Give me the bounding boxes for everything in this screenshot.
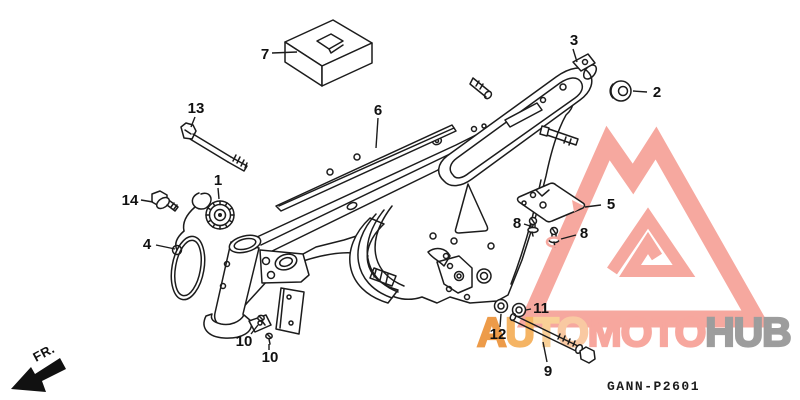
callout-label-7: 7	[261, 46, 269, 63]
callout-label-9: 9	[544, 363, 552, 380]
callout-label-12: 12	[490, 326, 507, 343]
part-10-screw-left	[257, 314, 266, 326]
callout-label-4: 4	[143, 236, 152, 253]
leader-line-2	[632, 90, 648, 93]
leader-line-3	[572, 48, 578, 63]
part-7-box	[284, 19, 373, 87]
fr-label: FR.	[30, 341, 57, 365]
watermark-letter: O	[674, 309, 705, 355]
accent-ring	[545, 236, 563, 248]
leader-line-4	[155, 244, 176, 250]
watermark-letter: O	[557, 309, 588, 355]
part-2-grommet	[609, 80, 632, 102]
watermark-letter: O	[621, 309, 652, 355]
part-11-nut	[511, 302, 527, 318]
callout-label-10: 10	[236, 333, 253, 350]
diagram-code: GANN-P2601	[607, 379, 700, 394]
leader-line-13	[190, 116, 196, 128]
callout-label-13: 13	[188, 100, 205, 117]
part-14-bolt	[151, 190, 179, 212]
part-5-plate	[516, 182, 586, 223]
callout-label-5: 5	[607, 196, 615, 213]
fr-direction: FR.	[11, 341, 66, 392]
leader-line-8	[523, 223, 531, 227]
leader-line-8	[560, 234, 577, 240]
part-8-screw-upper	[527, 216, 539, 237]
callout-label-8: 8	[580, 225, 588, 242]
part-13-bolt	[180, 122, 248, 172]
callout-label-10: 10	[262, 349, 279, 366]
watermark-letter: T	[651, 309, 676, 355]
fr-arrow-icon	[11, 358, 66, 392]
leader-line-9	[542, 341, 548, 363]
watermark-logo: AUTOMOTOHUB	[476, 125, 793, 356]
part-4-clip	[170, 192, 212, 301]
frame-line-art	[151, 19, 632, 364]
leader-line-5	[584, 204, 602, 208]
watermark-letter: A	[477, 309, 506, 355]
leader-line-14	[140, 199, 154, 203]
leader-line-7	[271, 51, 298, 54]
watermark-spiral-icon	[607, 207, 696, 277]
watermark-letter: B	[762, 309, 790, 355]
watermark-accents	[545, 200, 584, 248]
callout-label-6: 6	[374, 102, 382, 119]
callout-label-2: 2	[653, 84, 661, 101]
leader-line-6	[375, 117, 379, 149]
callout-label-14: 14	[122, 192, 139, 209]
leader-lines	[140, 48, 648, 363]
watermark-letter: M	[588, 309, 621, 355]
watermark-letter: U	[734, 309, 762, 355]
callout-label-1: 1	[214, 172, 222, 189]
callout-label-11: 11	[533, 300, 549, 317]
part-12-washer	[493, 298, 509, 314]
part-10-screw-right	[265, 332, 273, 345]
watermark-brand-text: AUTOMOTOHUB	[477, 309, 790, 355]
part-1-bearing	[205, 200, 235, 230]
leader-line-1	[217, 187, 220, 200]
pivot-guard	[349, 217, 399, 304]
part-9-bolt	[509, 312, 596, 364]
accent-wedge	[572, 200, 584, 212]
part-6-strip	[275, 124, 457, 212]
watermark-triangle-icon	[516, 125, 771, 328]
callout-label-3: 3	[570, 32, 578, 49]
watermark-letter: U	[505, 309, 533, 355]
leader-line-12	[499, 313, 502, 328]
frame-triangle-cutout	[454, 183, 489, 234]
leader-line-11	[525, 308, 532, 311]
leader-line-10	[250, 324, 259, 335]
watermark-letter: H	[705, 309, 733, 355]
callout-label-8: 8	[513, 215, 521, 232]
